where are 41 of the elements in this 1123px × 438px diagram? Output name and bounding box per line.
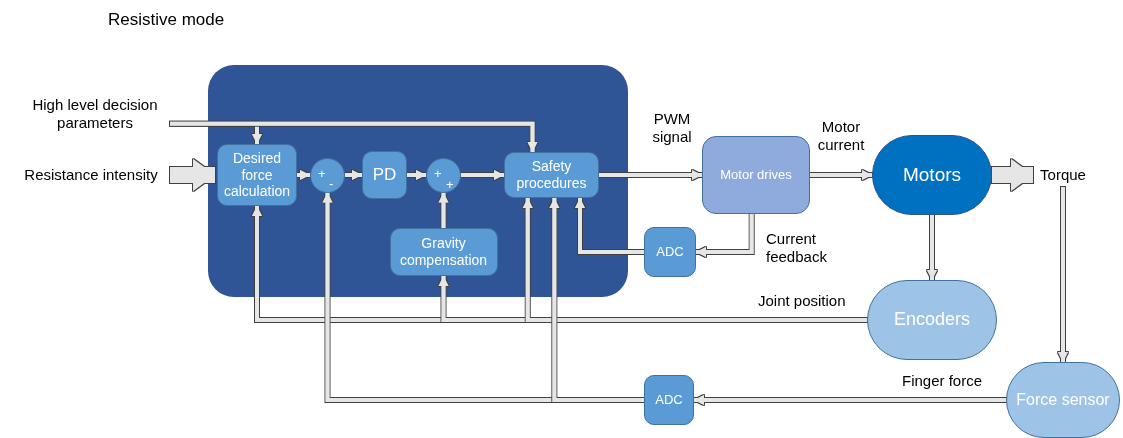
arrow: [927, 215, 937, 280]
arrow: [599, 170, 702, 180]
node-text: Resistance intensity: [23, 166, 159, 184]
node-text: Motors: [901, 163, 963, 187]
node-text: Desired force calculation: [222, 149, 292, 201]
arrow: [694, 395, 1006, 405]
block-arrow: [170, 159, 215, 191]
arrow: [345, 170, 362, 180]
sign-symbol: +: [318, 166, 326, 180]
driver-box: [702, 136, 810, 214]
arrow: [297, 170, 310, 180]
converter-box: [644, 227, 696, 277]
block-arrow: [992, 159, 1033, 191]
node-text: Torque: [1039, 166, 1087, 184]
summing-junction: [310, 157, 345, 193]
node-text: Gravity compensation: [398, 235, 489, 269]
node-text: ADC: [654, 392, 684, 408]
diagram-title: Resistive mode: [108, 10, 225, 30]
sign-symbol: +: [434, 166, 442, 180]
converter-box: [644, 375, 694, 425]
process-box: [504, 152, 599, 198]
sign-symbol: +: [446, 177, 454, 191]
board-panel: [208, 65, 628, 297]
sign-symbol: -: [329, 176, 334, 190]
arrow: [461, 170, 504, 180]
arrow: [1058, 187, 1068, 362]
process-box: [389, 228, 498, 276]
node-text: High level decision parameters: [31, 96, 159, 132]
arrow: [575, 198, 644, 254]
arrow: [696, 214, 754, 257]
node-text: Force sensor: [1015, 390, 1111, 410]
summing-junction: [426, 157, 461, 193]
node-text: Motor drives: [719, 167, 793, 183]
arrow: [407, 170, 426, 180]
node-text: ADC: [655, 244, 685, 260]
node-text: PD: [371, 164, 398, 186]
arrow: [810, 170, 872, 180]
arrow: [438, 192, 449, 228]
node-text: Encoders: [892, 309, 971, 331]
node-text: Safety procedures: [515, 158, 588, 192]
process-box: [362, 151, 407, 199]
